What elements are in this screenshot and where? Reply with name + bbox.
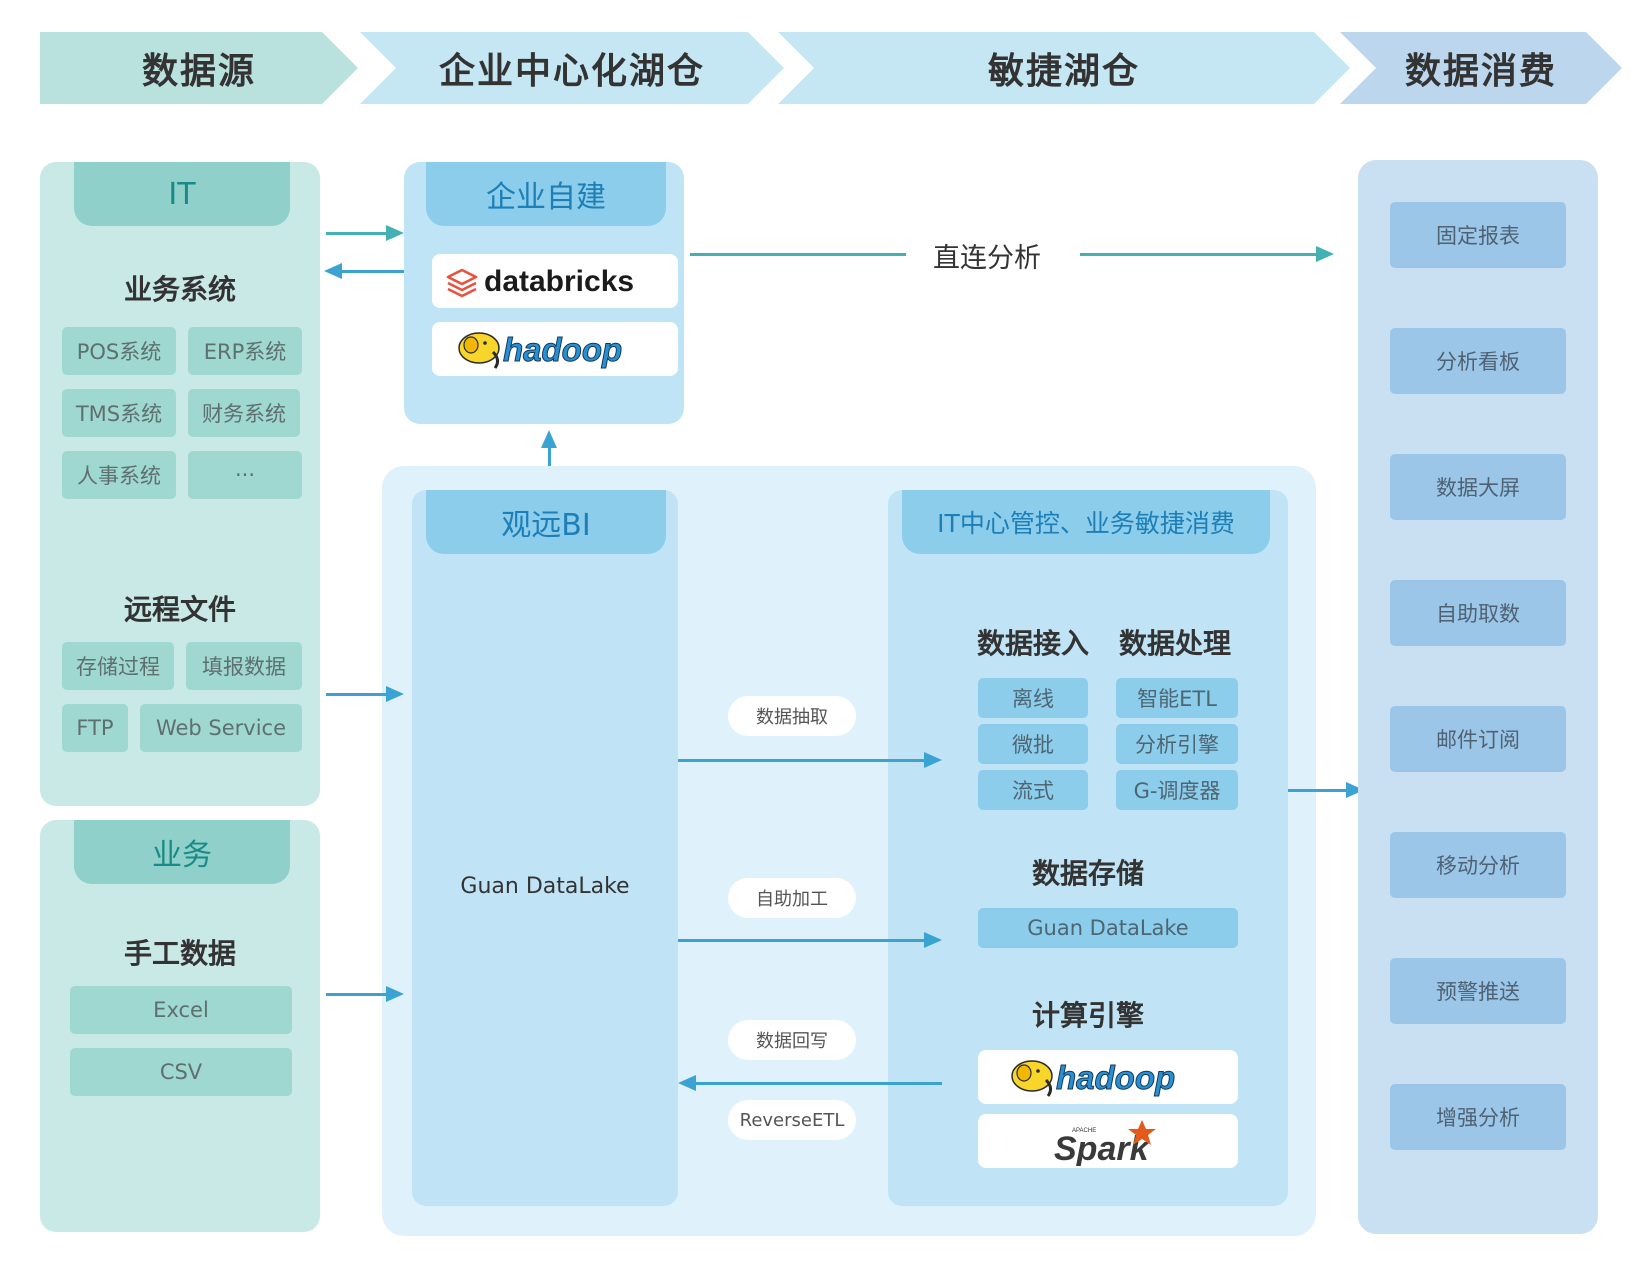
arrowhead-right-icon: [386, 986, 404, 1002]
arrowhead-right-icon: [924, 932, 942, 948]
arrow-remote-files-to-bi: [326, 693, 388, 696]
output-alert-push: 预警推送: [1390, 958, 1566, 1024]
chip-web-service: Web Service: [140, 704, 302, 752]
enterprise-tab: 企业自建: [426, 162, 666, 226]
remote-files-title: 远程文件: [123, 593, 236, 626]
arrowhead-left-icon: [324, 263, 342, 279]
chip-excel: Excel: [70, 986, 292, 1034]
chip-csv: CSV: [70, 1048, 292, 1096]
output-augmented-analytics: 增强分析: [1390, 1084, 1566, 1150]
output-mobile-analysis: 移动分析: [1390, 832, 1566, 898]
hadoop-logo: hadoop: [432, 322, 678, 376]
direct-analysis-line-left: [690, 253, 906, 256]
hadoop-elephant-icon: hadoop: [1011, 1059, 1176, 1097]
consumption-panel: [1358, 160, 1598, 1234]
bi-panel: [412, 490, 678, 1206]
bi-datalake-label: Guan DataLake: [460, 873, 630, 899]
output-analysis-dashboard: 分析看板: [1390, 328, 1566, 394]
enterprise-tab-label: 企业自建: [486, 180, 606, 215]
compute-hadoop-logo: hadoop: [978, 1050, 1238, 1104]
arrow-manual-to-bi: [326, 993, 388, 996]
chip-guan-datalake: Guan DataLake: [978, 908, 1238, 948]
stage-agile-lakehouse: 敏捷湖仓: [778, 32, 1350, 104]
chip-streaming: 流式: [978, 770, 1088, 810]
chip-erp-system: ERP系统: [188, 327, 302, 375]
chip-tms-system: TMS系统: [62, 389, 176, 437]
it-tab-label: IT: [168, 176, 196, 212]
arrow-core-to-consumption: [1288, 789, 1332, 792]
chip-g-scheduler: G-调度器: [1116, 770, 1238, 810]
arrowhead-right-icon: [924, 752, 942, 768]
hadoop-wordmark: hadoop: [1056, 1059, 1175, 1096]
databricks-wordmark: databricks: [484, 265, 634, 298]
pill-reverse-etl: ReverseETL: [728, 1100, 856, 1140]
compute-spark-logo: APACHE Spark: [978, 1114, 1238, 1168]
business-tab: 业务: [74, 820, 290, 884]
manual-data-title: 手工数据: [123, 937, 236, 970]
business-tab-label: 业务: [152, 838, 212, 873]
chip-finance-system: 财务系统: [188, 389, 300, 437]
output-data-big-screen: 数据大屏: [1390, 454, 1566, 520]
stage-data-consumption: 数据消费: [1340, 32, 1622, 104]
stage-data-consumption-label: 数据消费: [1404, 51, 1557, 92]
core-tab-label: IT中心管控、业务敏捷消费: [937, 509, 1235, 538]
compute-title: 计算引擎: [1031, 999, 1144, 1032]
output-email-subscription: 邮件订阅: [1390, 706, 1566, 772]
pill-self-service-processing: 自助加工: [728, 878, 856, 918]
it-tab: IT: [74, 162, 290, 226]
output-fixed-report: 固定报表: [1390, 202, 1566, 268]
arrowhead-right-icon: [386, 686, 404, 702]
chip-ftp: FTP: [62, 704, 128, 752]
hadoop-wordmark: hadoop: [503, 331, 622, 368]
chip-filled-data: 填报数据: [186, 642, 302, 690]
stage-agile-lakehouse-label: 敏捷湖仓: [987, 51, 1140, 92]
stage-data-source: 数据源: [40, 32, 358, 104]
chip-smart-etl: 智能ETL: [1116, 678, 1238, 718]
spark-wordmark: Spark: [1054, 1130, 1151, 1166]
stage-enterprise-lakehouse-label: 企业中心化湖仓: [438, 51, 705, 92]
pill-data-writeback: 数据回写: [728, 1020, 856, 1060]
spark-apache-wordmark: APACHE: [1072, 1128, 1096, 1134]
databricks-logo: databricks: [432, 254, 678, 308]
arrowhead-left-icon: [678, 1075, 696, 1091]
arrowhead-up-icon: [541, 430, 557, 448]
chip-hr-system: 人事系统: [62, 451, 176, 499]
spark-icon: APACHE Spark: [1054, 1120, 1156, 1166]
business-systems-title: 业务系统: [123, 273, 236, 306]
process-title: 数据处理: [1118, 627, 1231, 660]
arrow-core-to-consumption-tail: [1330, 789, 1348, 792]
core-tab: IT中心管控、业务敏捷消费: [902, 490, 1270, 554]
pill-data-extract: 数据抽取: [728, 696, 856, 736]
arrowhead-right-icon: [1346, 782, 1364, 798]
direct-analysis-line-right: [1080, 253, 1320, 256]
arrow-self-service-processing: [678, 939, 926, 942]
arrow-it-to-enterprise: [326, 232, 394, 235]
bi-tab: 观远BI: [426, 490, 666, 554]
chip-pos-system: POS系统: [62, 327, 176, 375]
storage-title: 数据存储: [1031, 857, 1144, 890]
chip-stored-procedure: 存储过程: [62, 642, 174, 690]
hadoop-elephant-icon: hadoop: [458, 331, 623, 369]
chip-micro-batch: 微批: [978, 724, 1088, 764]
arrow-data-extract: [678, 759, 904, 762]
direct-analysis-label: 直连分析: [933, 242, 1041, 274]
arrow-data-writeback: [694, 1082, 942, 1085]
stage-data-source-label: 数据源: [141, 51, 256, 92]
arrowhead-right-icon: [1316, 246, 1334, 262]
arrowhead-right-icon: [386, 225, 404, 241]
databricks-icon: databricks: [446, 265, 634, 298]
arrow-data-extract-tail: [902, 759, 926, 762]
ingest-title: 数据接入: [976, 627, 1089, 660]
output-self-service-fetch: 自助取数: [1390, 580, 1566, 646]
chip-more: ···: [188, 451, 302, 499]
stage-enterprise-lakehouse: 企业中心化湖仓: [360, 32, 784, 104]
arrow-enterprise-to-it: [340, 270, 404, 273]
bi-tab-label: 观远BI: [501, 508, 591, 543]
arrow-bi-to-enterprise: [548, 444, 551, 486]
chip-analysis-engine: 分析引擎: [1116, 724, 1238, 764]
chip-offline: 离线: [978, 678, 1088, 718]
